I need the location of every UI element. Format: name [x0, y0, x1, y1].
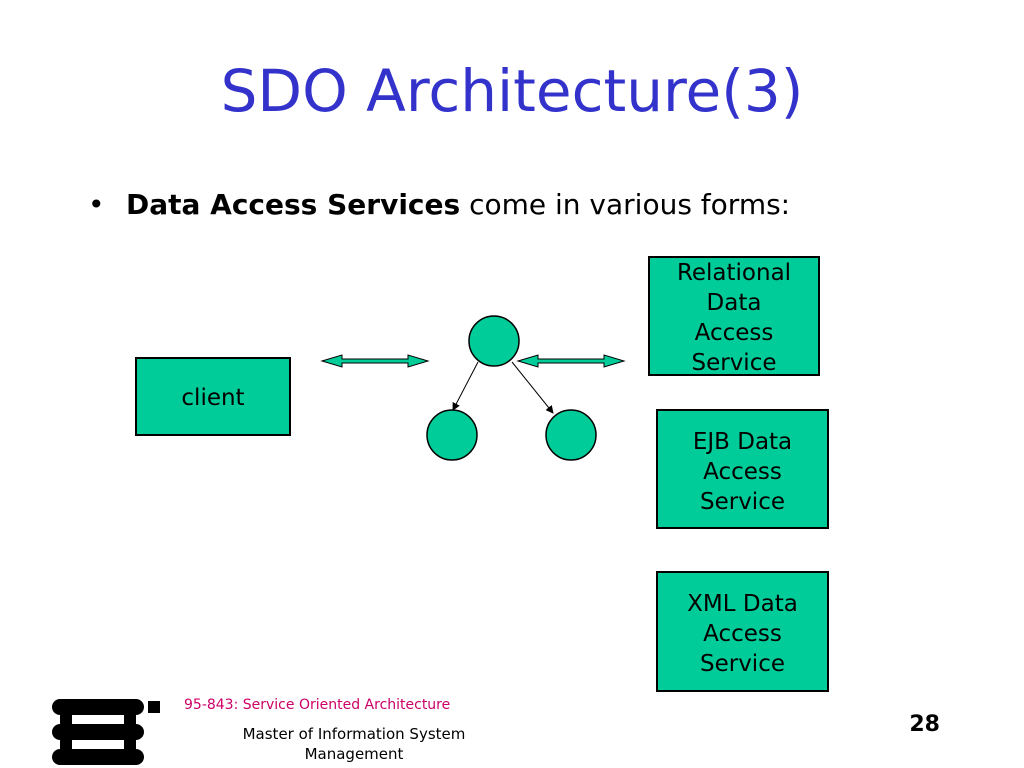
service-label-line: Relational — [676, 260, 792, 286]
client-box: client — [135, 357, 291, 436]
program-name-line2: Management — [304, 745, 404, 763]
service-label-line: Service — [691, 350, 777, 376]
client-label: client — [181, 385, 245, 411]
service-label-line: Data — [706, 290, 762, 316]
double-arrow-left — [320, 354, 430, 368]
course-title: 95-843: Service Oriented Architecture — [184, 697, 451, 713]
tree-edge-right — [511, 361, 554, 414]
service-label-line: EJB Data — [692, 429, 793, 455]
service-label-line: Access — [703, 621, 782, 647]
slide-title: SDO Architecture(3) — [220, 57, 804, 125]
bullet-item: • Data Access Services come in various fo… — [88, 188, 790, 221]
page-number: 28 — [909, 712, 940, 737]
service-label-line: Access — [703, 459, 782, 485]
service-label-line: Service — [699, 489, 785, 515]
service-label-line: Access — [694, 320, 774, 346]
bullet-text: come in various forms: — [460, 188, 791, 221]
service-label-line: Service — [699, 651, 785, 677]
tree-child-node-left — [426, 409, 478, 461]
tree-edge-left — [452, 361, 479, 411]
tree-child-node-right — [545, 409, 597, 461]
bullet-bold-text: Data Access Services — [126, 188, 461, 221]
bullet-marker: • — [88, 188, 105, 221]
program-name-line1: Master of Information System — [242, 725, 466, 743]
tree-root-node — [468, 315, 520, 367]
university-logo — [52, 699, 160, 765]
program-name: Master of Information System Management — [218, 724, 490, 764]
double-arrow-right — [516, 354, 626, 368]
service-label-line: XML Data — [687, 591, 798, 617]
relational-data-access-service-box: Relational Data Access Service — [648, 256, 820, 376]
ejb-data-access-service-box: EJB Data Access Service — [656, 409, 829, 529]
xml-data-access-service-box: XML Data Access Service — [656, 571, 829, 692]
